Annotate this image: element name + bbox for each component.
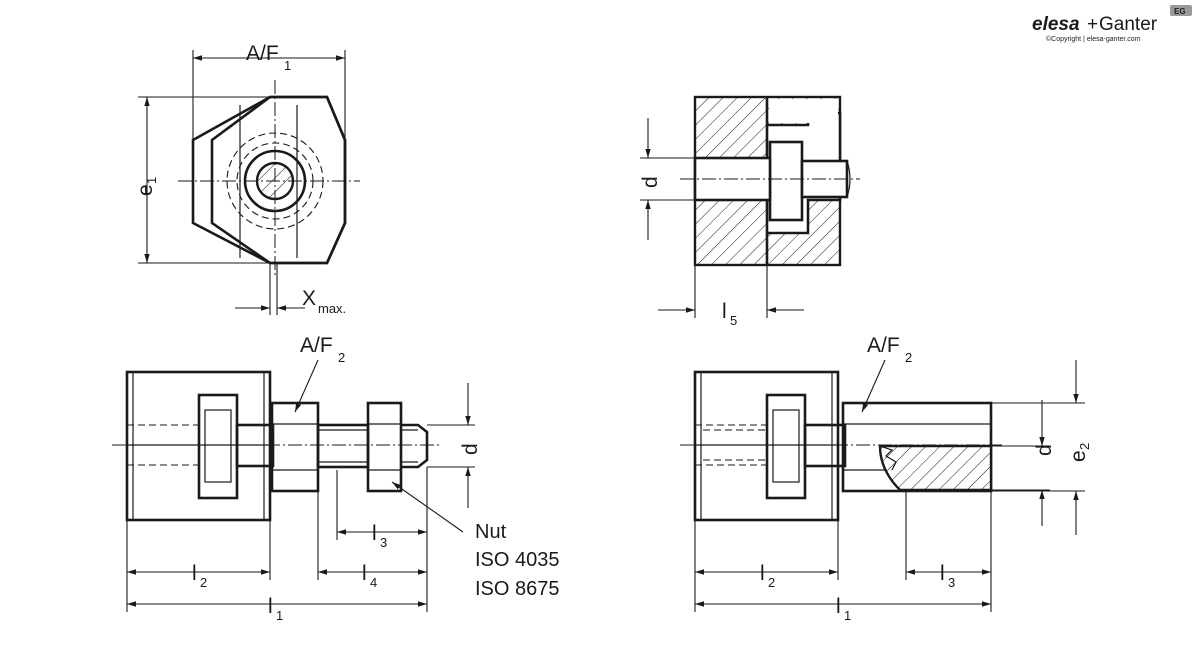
- lock-nut: [366, 401, 403, 493]
- nut-d-label: d: [459, 443, 482, 455]
- logo-brand-right: Ganter: [1099, 14, 1158, 35]
- stud-head: [768, 140, 804, 222]
- nut-note-line-1: Nut: [475, 521, 507, 543]
- nut-l4-subscript: 4: [370, 575, 377, 590]
- socket-body-outline: [693, 370, 840, 522]
- brand-logo: elesa + Ganter EG ©Copyright | elesa-gan…: [1032, 5, 1192, 43]
- e1-subscript: 1: [144, 177, 159, 184]
- nut-af2-label: A/F: [300, 334, 333, 357]
- socket-l3-subscript: 3: [948, 575, 955, 590]
- socket-af2-label: A/F: [867, 334, 900, 357]
- body-outline: [125, 370, 272, 522]
- xmax-subscript: max.: [318, 301, 346, 316]
- nut-note-line-3: ISO 8675: [475, 578, 560, 600]
- nut-l2-subscript: 2: [200, 575, 207, 590]
- section-d-label: d: [639, 176, 662, 188]
- nut-l1-label: l: [268, 595, 273, 618]
- side-view-socket: A/F 2 d e 2 l 2 l 3 l 1: [680, 334, 1092, 623]
- logo-badge-text: EG: [1174, 7, 1186, 16]
- socket-l1-label: l: [836, 595, 841, 618]
- socket-thread-section: [878, 444, 993, 492]
- socket-l2-label: l: [760, 562, 765, 585]
- l5-label: l: [722, 300, 727, 323]
- socket-l3-label: l: [940, 562, 945, 585]
- af1-label: A/F: [246, 42, 279, 65]
- logo-plus: +: [1087, 14, 1098, 35]
- logo-brand-left: elesa: [1032, 14, 1080, 35]
- logo-copyright: ©Copyright | elesa-ganter.com: [1046, 35, 1141, 43]
- socket-l1-subscript: 1: [844, 608, 851, 623]
- logo-badge-icon: [1170, 5, 1192, 16]
- threaded-stud: [316, 423, 370, 469]
- socket-e2-label: e: [1067, 450, 1090, 462]
- socket-l2-subscript: 2: [768, 575, 775, 590]
- nut-l3-label: l: [372, 522, 377, 545]
- socket-e2-subscript: 2: [1077, 443, 1092, 450]
- hexagon-chamfer: [210, 95, 347, 265]
- xmax-label: X: [302, 287, 316, 310]
- nut-l3-subscript: 3: [380, 535, 387, 550]
- nut-l1-subscript: 1: [276, 608, 283, 623]
- nut-l4-label: l: [362, 562, 367, 585]
- nut-note-line-2: ISO 4035: [475, 549, 560, 571]
- nut-l2-label: l: [192, 562, 197, 585]
- af1-subscript: 1: [284, 58, 291, 73]
- e1-label: e: [134, 184, 157, 196]
- socket-d-label: d: [1033, 444, 1056, 456]
- section-view: d l 5: [639, 95, 860, 328]
- end-view: A/F 1 e 1 X max.: [134, 42, 360, 316]
- socket-af2-subscript: 2: [905, 350, 912, 365]
- hex-collar: [270, 401, 320, 493]
- l5-subscript: 5: [730, 313, 737, 328]
- nut-af2-subscript: 2: [338, 350, 345, 365]
- side-view-nut: A/F 2 d Nut ISO 4035 ISO 8675 l 3 l 2 l …: [112, 334, 560, 623]
